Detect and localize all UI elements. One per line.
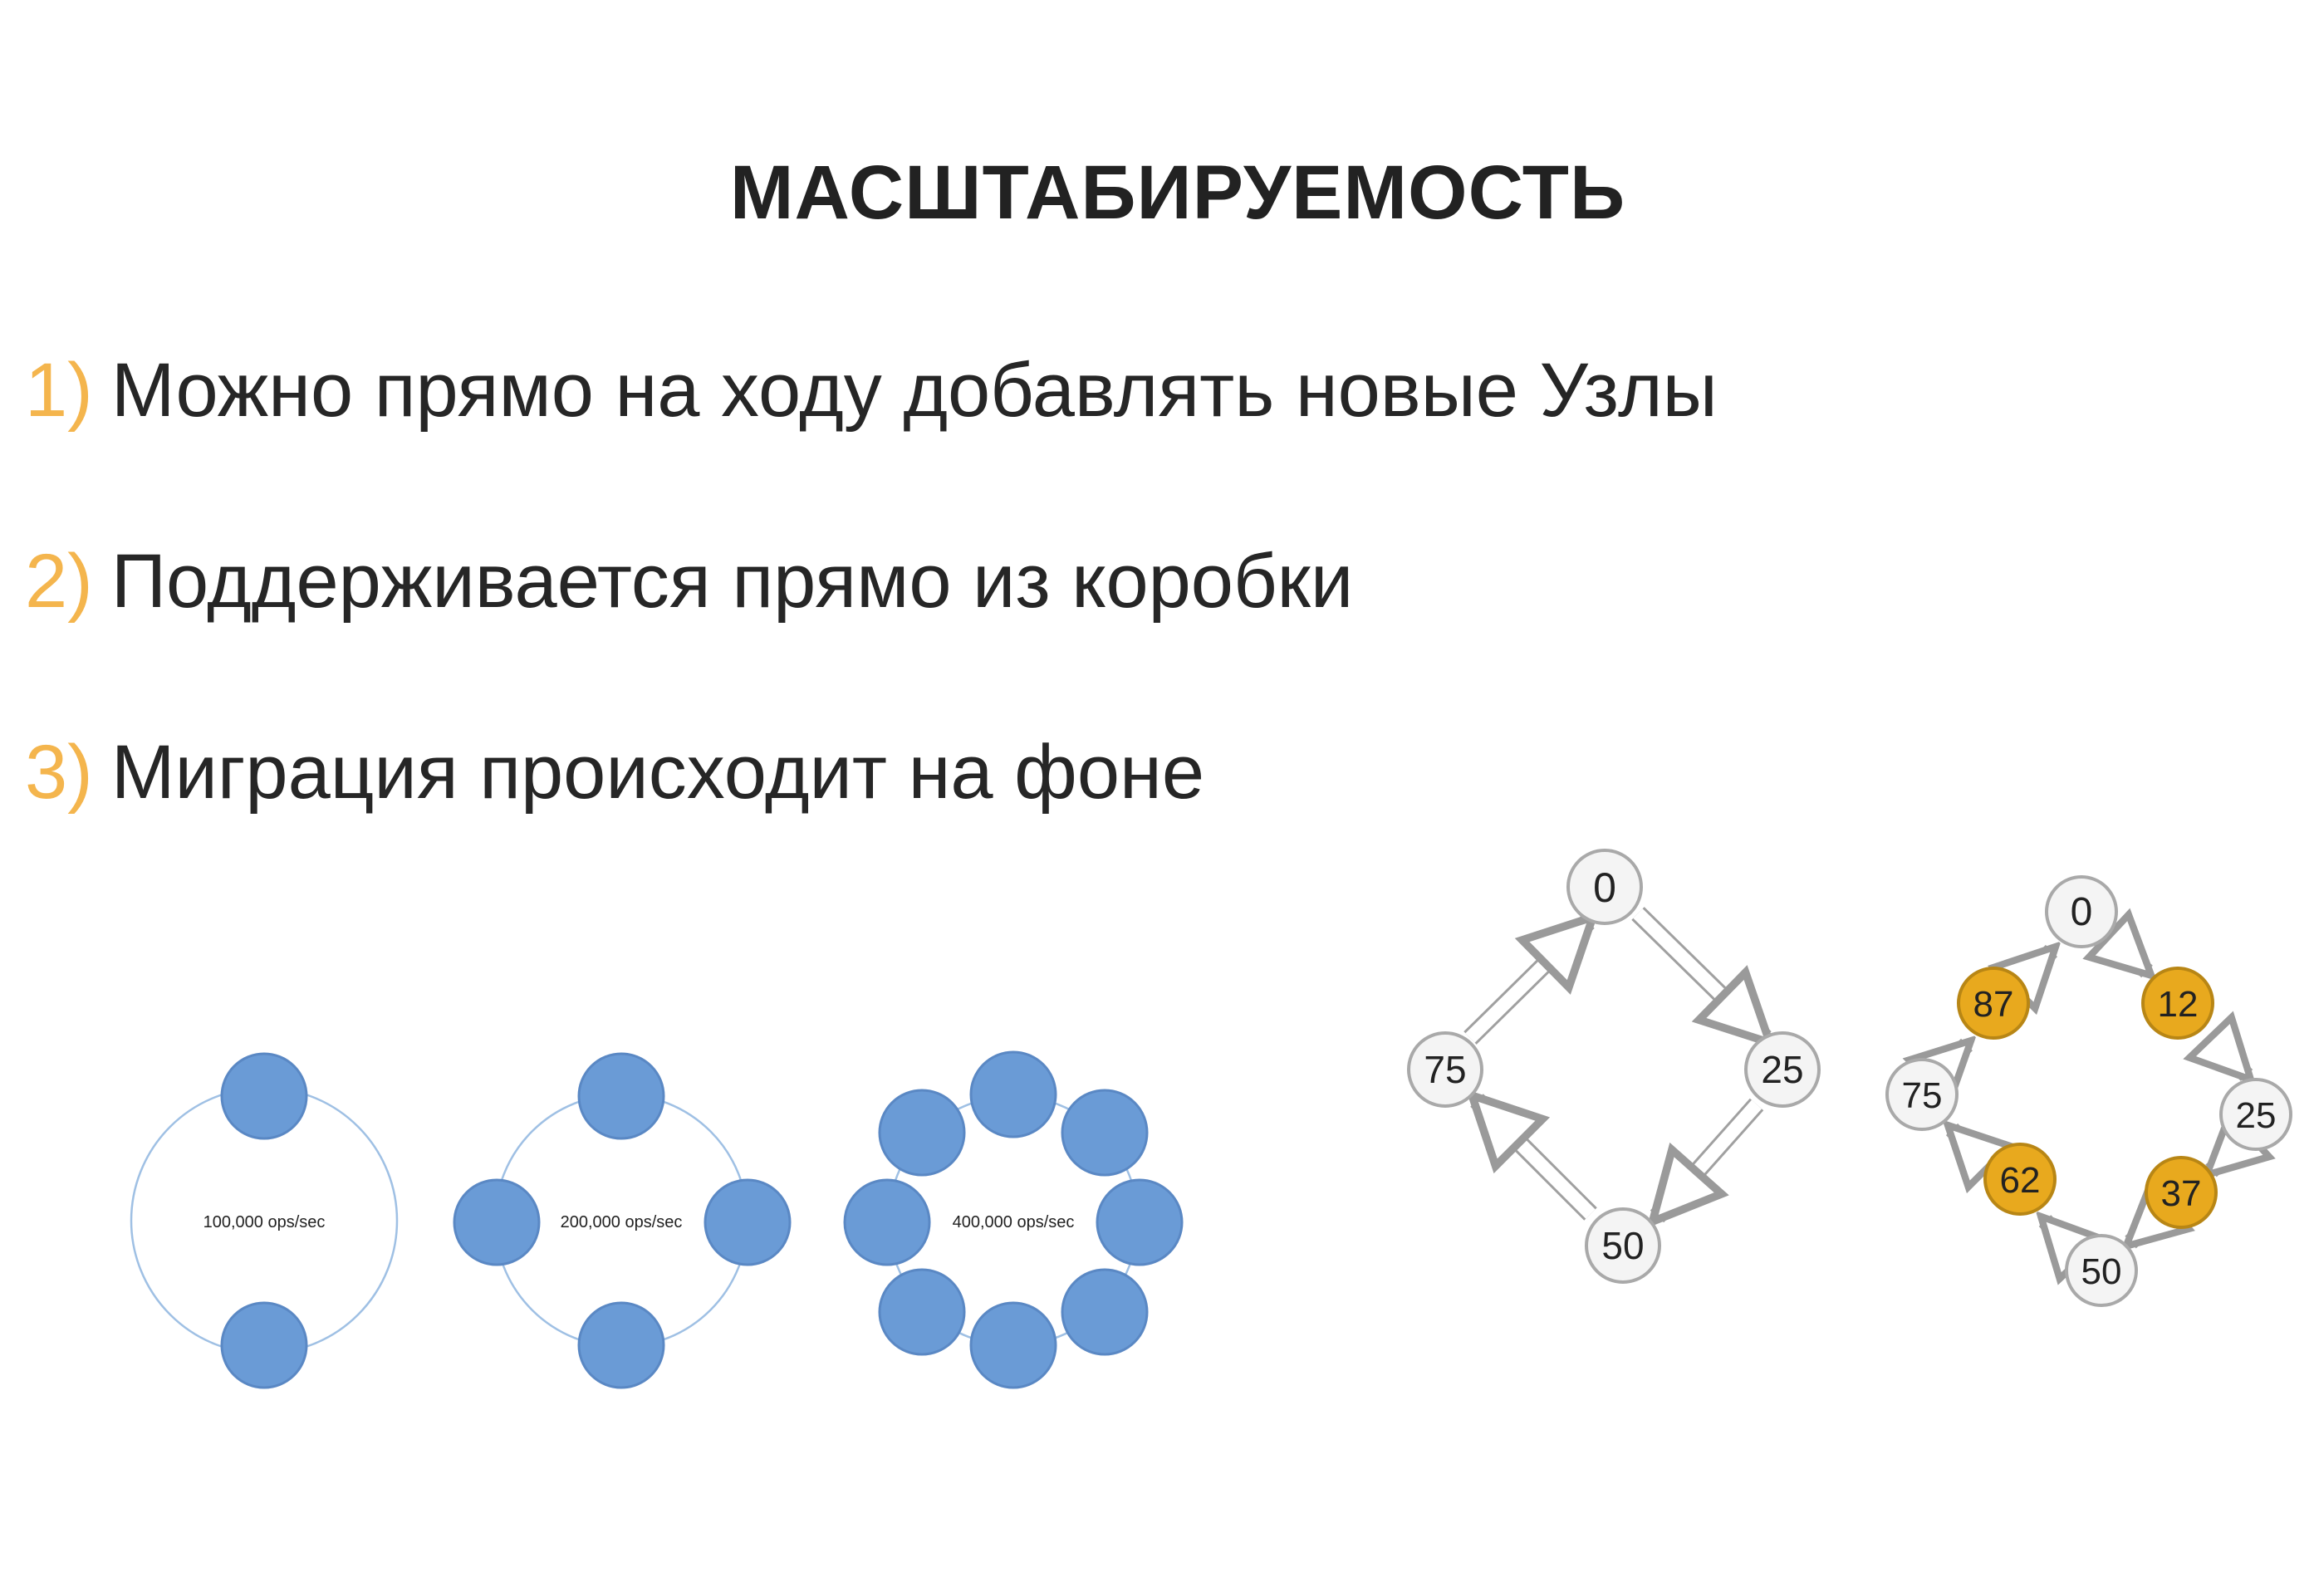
ring-node-label: 62 (2000, 1160, 2041, 1201)
cluster-8-nodes: 400,000 ops/sec (843, 1050, 1184, 1389)
cluster-node (969, 1050, 1057, 1138)
ring-node-50: 50 (2065, 1234, 2138, 1307)
bullet-number: 1) (25, 348, 93, 433)
ring-node-62-new: 62 (1983, 1143, 2057, 1216)
ring-node-0: 0 (1566, 849, 1643, 925)
slide-title: МАСШТАБИРУЕМОСТЬ (729, 150, 1626, 235)
ring-node-label: 50 (1601, 1224, 1644, 1267)
ring-node-label: 0 (1593, 864, 1616, 911)
ring-node-label: 25 (2236, 1095, 2277, 1136)
bullet-item-3: 3)Миграция происходит на фоне (25, 727, 1204, 818)
bullet-number: 3) (25, 730, 93, 815)
cluster-throughput-label: 100,000 ops/sec (203, 1213, 326, 1231)
cluster-node (1061, 1089, 1149, 1177)
bullet-item-2: 2)Поддерживается прямо из коробки (25, 536, 1353, 627)
cluster-node (453, 1178, 541, 1266)
ring-arrows (1944, 937, 2247, 1250)
bullet-item-1: 1)Можно прямо на ходу добавлять новые Уз… (25, 345, 1718, 436)
ring-node-75: 75 (1885, 1058, 1959, 1131)
cluster-throughput-label: 400,000 ops/sec (953, 1213, 1075, 1231)
ring-node-label: 87 (1973, 984, 2014, 1025)
cluster-node (704, 1178, 792, 1266)
cluster-2-nodes: 100,000 ops/sec (130, 1052, 399, 1389)
cluster-throughput-label: 200,000 ops/sec (561, 1213, 683, 1231)
bullet-text: Можно прямо на ходу добавлять новые Узлы (110, 348, 1718, 433)
ring-node-37-new: 37 (2145, 1156, 2218, 1229)
cluster-node (577, 1301, 665, 1389)
bullet-text: Поддерживается прямо из коробки (110, 539, 1354, 624)
cluster-node (843, 1178, 931, 1266)
bullet-text: Миграция происходит на фоне (110, 730, 1204, 815)
cluster-node (1096, 1178, 1184, 1266)
cluster-node (878, 1268, 966, 1356)
ring-node-label: 12 (2158, 984, 2199, 1025)
ring-node-label: 50 (2081, 1251, 2122, 1292)
ring-node-label: 37 (2161, 1173, 2202, 1214)
token-ring-before: 0 25 50 75 (1407, 849, 1821, 1284)
token-ring-after: 0 12 25 37 50 62 75 87 (1885, 875, 2292, 1307)
ring-node-label: 75 (1902, 1075, 1943, 1116)
ring-node-50: 50 (1585, 1207, 1661, 1284)
ring-node-label: 0 (2071, 890, 2093, 934)
ring-arrows (1463, 907, 1765, 1217)
cluster-node (220, 1052, 308, 1140)
cluster-node (969, 1301, 1057, 1389)
cluster-node (1061, 1268, 1149, 1356)
ring-node-25: 25 (1744, 1031, 1821, 1108)
ring-node-12-new: 12 (2141, 967, 2214, 1040)
ring-node-label: 25 (1761, 1048, 1803, 1091)
ring-node-label: 75 (1424, 1048, 1466, 1091)
ring-node-0: 0 (2045, 875, 2118, 948)
cluster-node (577, 1052, 665, 1140)
ring-node-25: 25 (2219, 1078, 2292, 1151)
cluster-4-nodes: 200,000 ops/sec (453, 1052, 792, 1389)
ring-node-87-new: 87 (1957, 967, 2030, 1040)
ring-node-75: 75 (1407, 1031, 1483, 1108)
cluster-node (878, 1089, 966, 1177)
bullet-number: 2) (25, 539, 93, 624)
cluster-node (220, 1301, 308, 1389)
